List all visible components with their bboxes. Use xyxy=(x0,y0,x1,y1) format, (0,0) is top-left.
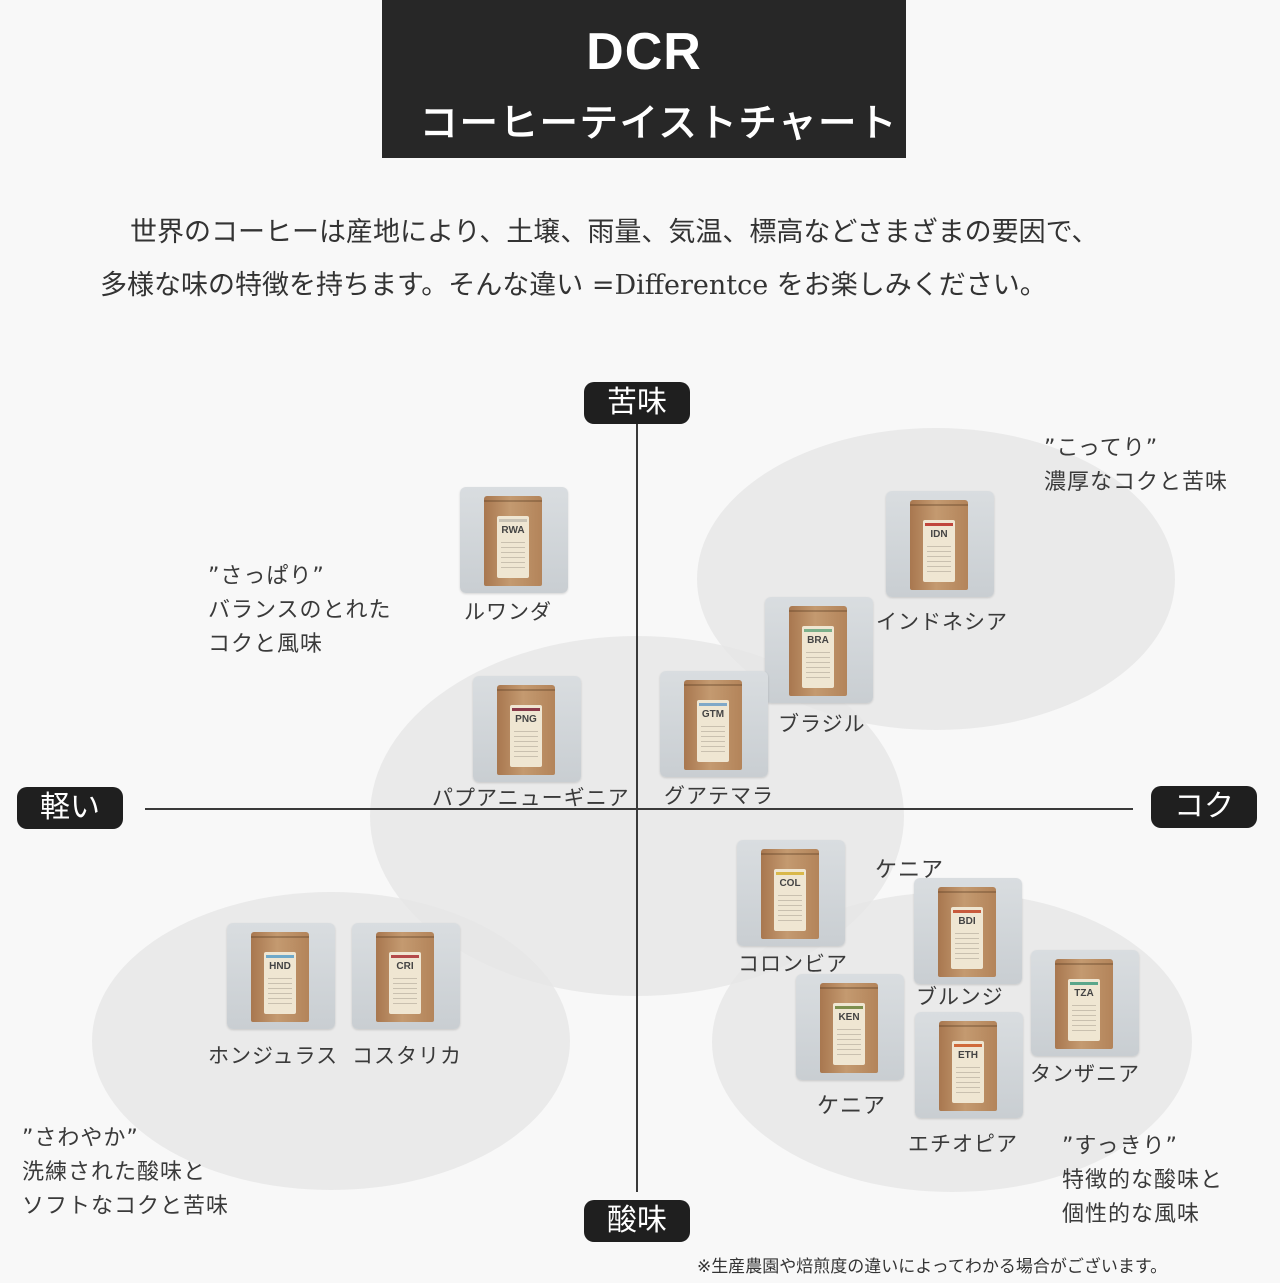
tag-stripe xyxy=(804,629,832,632)
page-subtitle: コーヒーテイストチャート xyxy=(419,101,899,145)
coffee-bag-image: PNG xyxy=(473,676,581,782)
coffee-bag-image: COL xyxy=(737,840,845,946)
tag-stripe xyxy=(699,703,727,706)
tag-stripe xyxy=(266,955,294,958)
quadrant-desc: 濃厚なコクと苦味 xyxy=(1044,470,1229,495)
quadrant-title: ”さわやか” xyxy=(22,1126,139,1151)
quadrant-title: ”こってり” xyxy=(1044,436,1159,461)
quadrant-title: ”すっきり” xyxy=(1062,1134,1178,1159)
origin-label: パプアニューギニア xyxy=(432,786,630,810)
coffee-bag-image: GTM xyxy=(660,671,768,777)
origin-label: エチオピア xyxy=(908,1132,1018,1156)
quadrant-title: ”さっぱり” xyxy=(208,564,325,589)
coffee-bag-image: HND xyxy=(227,923,335,1029)
origin-label: タンザニア xyxy=(1030,1062,1140,1086)
coffee-bag-image: TZA xyxy=(1031,950,1139,1056)
tag-stripe xyxy=(1070,982,1098,985)
page-title: DCR xyxy=(586,23,702,81)
origin-label: ルワンダ xyxy=(464,600,552,624)
origin-code: GTM xyxy=(701,709,725,720)
origin-label: ホンジュラス xyxy=(208,1044,339,1068)
origin-code: TZA xyxy=(1074,988,1094,999)
intro-line-2: 多様な味の特徴を持ちます。そんな違い =Differentce をお楽しみくださ… xyxy=(100,270,1047,301)
quadrant-desc: 個性的な風味 xyxy=(1062,1202,1201,1227)
tag-stripe xyxy=(954,1044,982,1047)
quadrant-desc: ソフトなコクと苦味 xyxy=(22,1194,230,1219)
origin-label: インドネシア xyxy=(876,610,1008,634)
origin-label: コロンビア xyxy=(738,952,848,976)
title-banner: DCR コーヒーテイストチャート xyxy=(382,0,906,158)
quadrant-desc: コクと風味 xyxy=(208,632,324,657)
origin-code: PNG xyxy=(515,714,537,725)
quadrant-desc: バランスのとれた xyxy=(208,598,392,623)
tag-stripe xyxy=(512,708,540,711)
axis-right-label: コク xyxy=(1151,786,1257,828)
quadrant-sukkiri: ”すっきり” 特徴的な酸味と 個性的な風味 xyxy=(1062,1130,1223,1232)
tag-stripe xyxy=(835,1006,863,1009)
tag-stripe xyxy=(953,910,981,913)
horizontal-axis xyxy=(145,808,1133,810)
axis-bottom-label: 酸味 xyxy=(584,1200,690,1242)
coffee-bag-image: KEN xyxy=(796,974,904,1080)
tag-stripe xyxy=(499,519,527,522)
coffee-bag-image: BRA xyxy=(765,597,873,703)
footnote: ※生産農園や焙煎度の違いによってわかる場合がございます。 xyxy=(697,1257,1168,1277)
origin-code: IDN xyxy=(930,529,948,540)
origin-code: KEN xyxy=(838,1012,860,1023)
origin-code: ETH xyxy=(958,1050,978,1061)
origin-code: BDI xyxy=(958,916,976,927)
coffee-bag-image: ETH xyxy=(915,1012,1023,1118)
intro-line-1: 世界のコーヒーは産地により、土壌、雨量、気温、標高などさまざまの要因で、 xyxy=(130,217,1099,248)
origin-label: ケニア xyxy=(817,1094,887,1119)
quadrant-desc: 特徴的な酸味と xyxy=(1062,1168,1224,1193)
tag-stripe xyxy=(925,523,953,526)
tag-stripe xyxy=(776,872,804,875)
coffee-bag-image: IDN xyxy=(886,491,994,597)
quadrant-kotteri: ”こってり” 濃厚なコクと苦味 xyxy=(1044,432,1228,500)
origin-code: COL xyxy=(779,878,801,889)
origin-label: ブラジル xyxy=(778,712,866,736)
origin-code: RWA xyxy=(501,525,525,536)
origin-code: CRI xyxy=(396,961,414,972)
origin-label: コスタリカ xyxy=(352,1044,462,1068)
quadrant-sawayaka: ”さわやか” 洗練された酸味と ソフトなコクと苦味 xyxy=(22,1122,229,1224)
quadrant-sappari: ”さっぱり” バランスのとれた コクと風味 xyxy=(208,560,392,662)
axis-left-label: 軽い xyxy=(17,787,123,829)
origin-code: BRA xyxy=(807,635,829,646)
coffee-bag-image: BDI xyxy=(914,878,1022,984)
origin-label: ブルンジ xyxy=(916,985,1004,1009)
origin-code: HND xyxy=(269,961,291,972)
axis-top-label: 苦味 xyxy=(584,382,690,424)
origin-label: グアテマラ xyxy=(664,784,774,808)
tag-stripe xyxy=(391,955,419,958)
quadrant-desc: 洗練された酸味と xyxy=(22,1160,207,1185)
coffee-bag-image: RWA xyxy=(460,487,568,593)
coffee-bag-image: CRI xyxy=(352,923,460,1029)
